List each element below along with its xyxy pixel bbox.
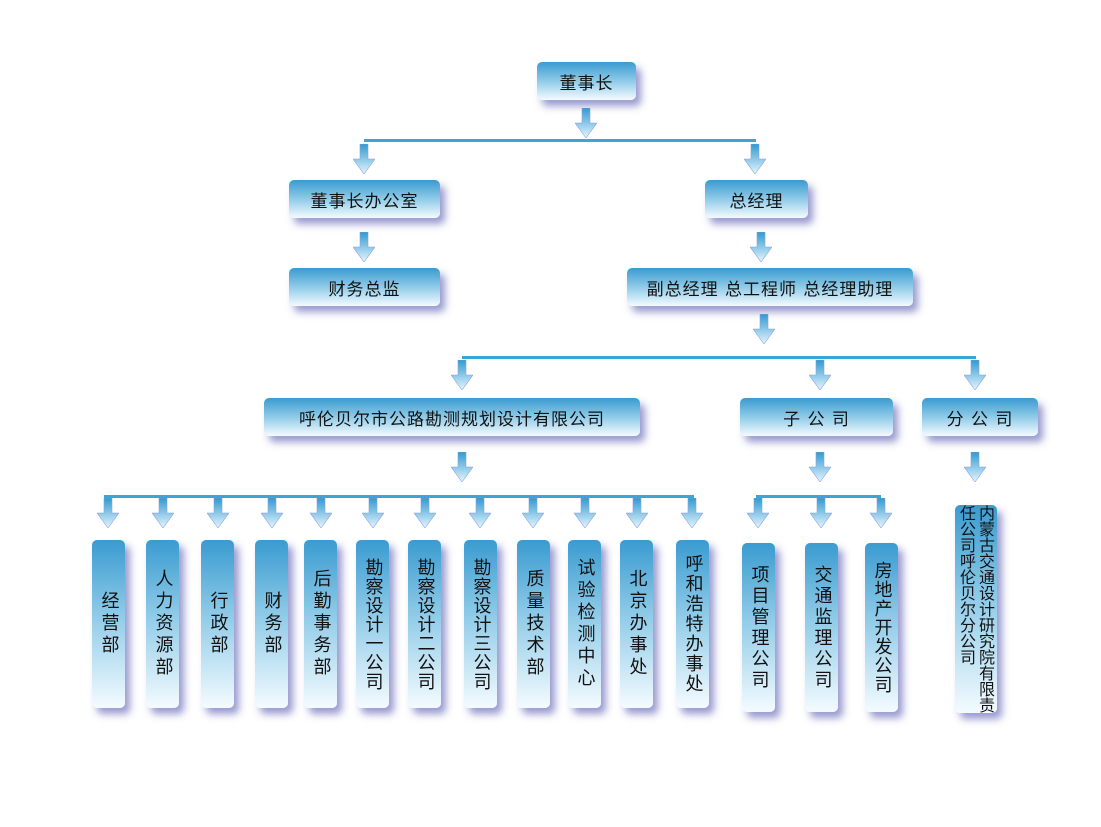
subsidiary-box: 交通监理公司 (805, 543, 838, 712)
down-arrow-icon (574, 498, 596, 528)
down-arrow-icon (809, 360, 831, 390)
connector-line (104, 495, 694, 498)
finance-director-box: 财务总监 (289, 268, 440, 306)
main-company-box: 呼伦贝尔市公路勘测规划设计有限公司 (264, 398, 640, 436)
down-arrow-icon (97, 498, 119, 528)
down-arrow-icon (681, 498, 703, 528)
down-arrow-icon (744, 144, 766, 174)
department-box: 人力资源部 (146, 540, 179, 708)
department-box: 质量技术部 (517, 540, 550, 708)
chairman-box: 董事长 (537, 62, 636, 100)
subsidiary-box: 项目管理公司 (742, 543, 775, 712)
down-arrow-icon (522, 498, 544, 528)
department-box: 勘察设计二公司 (408, 540, 441, 708)
down-arrow-icon (750, 232, 772, 262)
down-arrow-icon (964, 360, 986, 390)
department-box: 勘察设计一公司 (356, 540, 389, 708)
connector-line (364, 139, 756, 142)
deputies-box: 副总经理 总工程师 总经理助理 (627, 268, 913, 306)
down-arrow-icon (451, 360, 473, 390)
down-arrow-icon (870, 498, 892, 528)
department-box: 行政部 (201, 540, 234, 708)
down-arrow-icon (261, 498, 283, 528)
chairman-office-box: 董事长办公室 (289, 180, 440, 218)
down-arrow-icon (362, 498, 384, 528)
down-arrow-icon (414, 498, 436, 528)
department-box: 勘察设计三公司 (464, 540, 497, 708)
down-arrow-icon (353, 144, 375, 174)
subsidiary-box: 房地产开发公司 (865, 543, 898, 712)
down-arrow-icon (747, 498, 769, 528)
department-box: 财务部 (255, 540, 288, 708)
down-arrow-icon (310, 498, 332, 528)
down-arrow-icon (451, 452, 473, 482)
department-box: 经营部 (92, 540, 125, 708)
down-arrow-icon (964, 452, 986, 482)
down-arrow-icon (626, 498, 648, 528)
down-arrow-icon (575, 108, 597, 138)
department-box: 试验检测中心 (568, 540, 601, 708)
department-box: 呼和浩特办事处 (676, 540, 709, 708)
down-arrow-icon (810, 498, 832, 528)
down-arrow-icon (152, 498, 174, 528)
down-arrow-icon (353, 232, 375, 262)
down-arrow-icon (207, 498, 229, 528)
branches-box: 分 公 司 (922, 398, 1038, 436)
department-box: 后勤事务部 (304, 540, 337, 708)
connector-line (756, 495, 881, 498)
department-box: 北京办事处 (620, 540, 653, 708)
down-arrow-icon (809, 452, 831, 482)
general-manager-box: 总经理 (705, 180, 808, 218)
down-arrow-icon (469, 498, 491, 528)
connector-line (462, 356, 976, 359)
subsidiaries-box: 子 公 司 (740, 398, 893, 436)
down-arrow-icon (753, 314, 775, 344)
branch-box: 内蒙古交通设计研究院有限责任公司呼伦贝尔分公司 (955, 505, 997, 713)
